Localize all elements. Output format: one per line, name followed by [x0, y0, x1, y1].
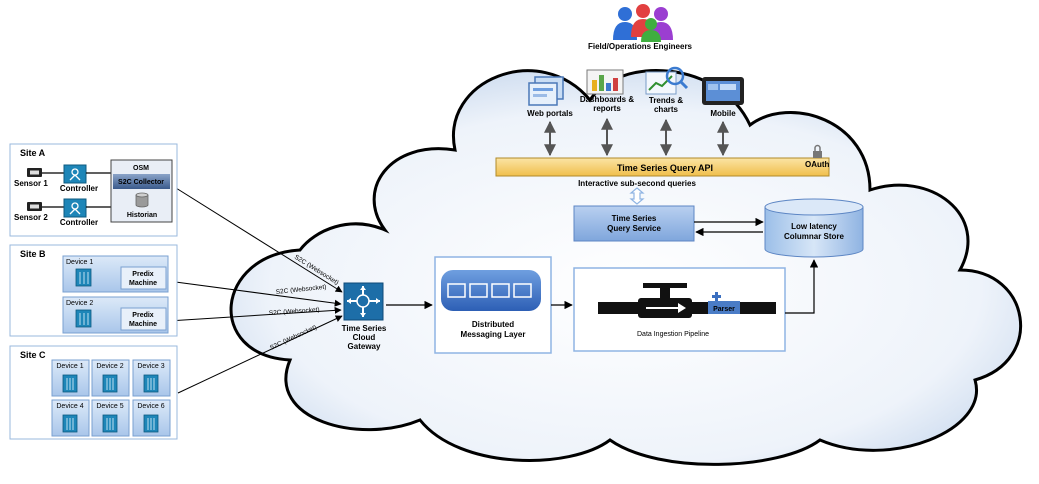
- osm-label: OSM: [133, 165, 149, 172]
- site-b-device1-connection: [167, 280, 342, 307]
- site-a-title: Site A: [20, 148, 46, 158]
- server-icon: [75, 309, 92, 328]
- messaging-label-2: Messaging Layer: [461, 330, 526, 339]
- app-api-arrows: [544, 117, 729, 157]
- site-c-device-tile: [132, 359, 171, 397]
- pipeline-valve-icon: [598, 283, 776, 318]
- users-title: Field/Operations Engineers: [588, 42, 693, 51]
- site-c-device-tile: [132, 399, 171, 437]
- historian-label: Historian: [127, 212, 157, 219]
- sensor2-label: Sensor 2: [14, 213, 48, 222]
- query-service-box: [573, 205, 695, 242]
- site-c-connection: [177, 315, 343, 394]
- query-api-caption: Interactive sub-second queries: [578, 179, 696, 188]
- columnar-store-cylinder: [764, 198, 864, 258]
- site-c-device-tile: [51, 359, 90, 397]
- trends-charts-icon: [645, 66, 689, 95]
- controller-icon: [63, 164, 87, 184]
- dashboards-label: Dashboards &: [580, 95, 634, 104]
- sensor-icon: [27, 168, 42, 177]
- site-c-device-tile: [51, 399, 90, 437]
- gateway-label-2: Cloud: [353, 333, 376, 342]
- site-b-title: Site B: [20, 249, 46, 259]
- query-service-label: Time Series: [612, 214, 657, 223]
- sensor1-label: Sensor 1: [14, 179, 48, 188]
- collector-label: S2C Collector: [118, 179, 164, 186]
- predix-label-2: Machine: [129, 280, 157, 287]
- columnar-store-label: Low latency: [791, 222, 837, 231]
- collector-bar: [113, 174, 170, 189]
- site-c-device-tile: [91, 399, 130, 437]
- puzzle-icon: [712, 292, 721, 301]
- oauth-label: OAuth: [805, 160, 830, 169]
- site-b-device2-connection: [167, 306, 342, 322]
- site-c-title: Site C: [20, 350, 46, 360]
- parser-box: [708, 301, 740, 314]
- web-portals-label: Web portals: [527, 109, 573, 118]
- site-c-device-label: Device 5: [96, 403, 123, 410]
- predix-label: Predix: [132, 312, 154, 319]
- ingestion-to-store-arrow: [785, 259, 819, 314]
- site-a-connection: [167, 182, 343, 293]
- gateway-label-3: Gateway: [348, 342, 381, 351]
- predix-label-2: Machine: [129, 321, 157, 328]
- query-api-bar: [495, 157, 830, 177]
- connection-label-site-b2: S2C (Websocket): [269, 306, 320, 317]
- mobile-label: Mobile: [710, 109, 736, 118]
- parser-label: Parser: [713, 306, 735, 313]
- sensor-icon: [27, 202, 42, 211]
- hollow-double-arrow: [629, 187, 645, 205]
- gateway-label: Time Series: [342, 324, 387, 333]
- query-api-label: Time Series Query API: [617, 163, 713, 173]
- database-icon: [135, 192, 149, 208]
- site-b-device2-label: Device 2: [66, 300, 93, 307]
- predix-box: [120, 266, 167, 290]
- columnar-store-label-2: Columnar Store: [784, 232, 845, 241]
- site-c-device-label: Device 1: [56, 363, 83, 370]
- site-b-device1-label: Device 1: [66, 259, 93, 266]
- predix-label: Predix: [132, 271, 154, 278]
- dashboards-label-2: reports: [593, 104, 621, 113]
- ingestion-label: Data Ingestion Pipeline: [637, 331, 709, 338]
- server-icon: [75, 268, 92, 287]
- web-portals-icon: [528, 76, 564, 106]
- site-c-device-label: Device 2: [96, 363, 123, 370]
- controller-label: Controller: [60, 218, 98, 227]
- dashboards-icon: [586, 69, 624, 95]
- site-c-device-label: Device 4: [56, 403, 83, 410]
- queue-icon: [441, 270, 541, 311]
- controller-icon: [63, 198, 87, 218]
- site-c-device-label: Device 3: [137, 363, 164, 370]
- controller-label: Controller: [60, 184, 98, 193]
- trends-label-2: charts: [654, 105, 679, 114]
- site-c-device-label: Device 6: [137, 403, 164, 410]
- gateway-icon: [343, 282, 384, 321]
- query-service-label-2: Query Service: [607, 224, 661, 233]
- messaging-label: Distributed: [472, 320, 514, 329]
- users-icon: [613, 4, 673, 42]
- predix-box: [120, 307, 167, 331]
- site-c-device-tile: [91, 359, 130, 397]
- mobile-icon: [702, 77, 744, 105]
- osm-box: [110, 159, 173, 223]
- lock-icon: [813, 144, 822, 158]
- trends-label: Trends &: [649, 96, 683, 105]
